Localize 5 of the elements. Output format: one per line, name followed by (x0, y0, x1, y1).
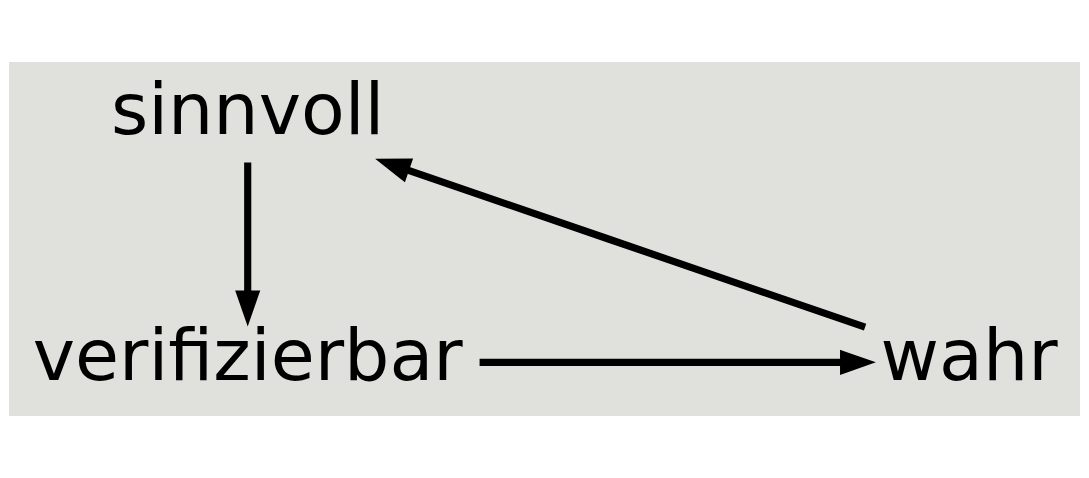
node-text: wahr (880, 314, 1058, 398)
node-text: sinnvoll (110, 67, 385, 151)
node-text: verifizierbar (32, 314, 463, 398)
arrow (375, 158, 867, 331)
arrow (479, 349, 876, 375)
